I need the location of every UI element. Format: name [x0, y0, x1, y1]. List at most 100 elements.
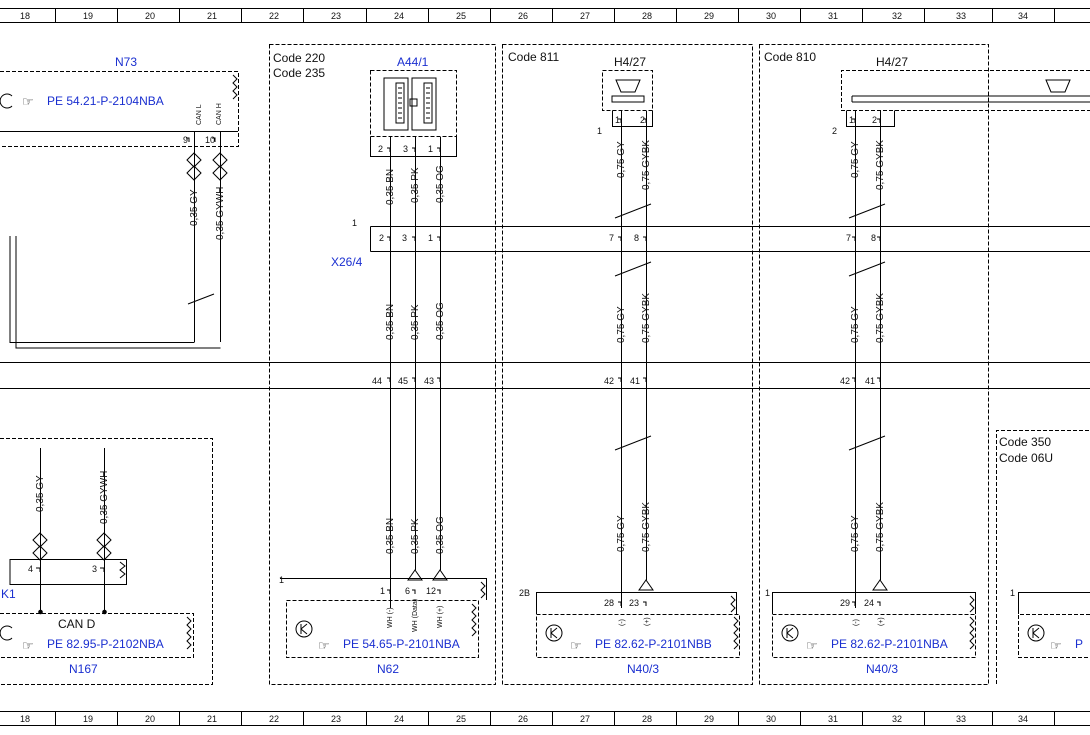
n73-pin-10: 10	[205, 135, 215, 145]
wire-label: 0,75 GY	[850, 141, 861, 178]
pointer-hand-icon: ☞	[806, 638, 818, 653]
ruler-label: 30	[766, 11, 776, 21]
x26-4-connector: X26/4 1 2 3 1 7 8 7 8	[331, 218, 1090, 269]
pin-number: 2	[378, 144, 383, 154]
ruler-label: 22	[269, 714, 279, 724]
ruler-label: 26	[518, 714, 528, 724]
x26-4-label: X26/4	[331, 255, 363, 269]
ruler-label: 24	[394, 714, 404, 724]
pin-function-label: WH (+)	[437, 606, 444, 628]
h4-27-left-component: H4/27 1 1 2	[597, 55, 653, 136]
ruler-label: 23	[331, 714, 341, 724]
ruler-label: 19	[83, 714, 93, 724]
pin-number: 4	[28, 564, 33, 574]
wire-label: 0,75 GY	[850, 515, 861, 552]
ruler-label: 23	[331, 11, 341, 21]
connector-mark: 1	[352, 218, 357, 228]
ruler-label: 28	[642, 11, 652, 21]
wire-label: 0,75 GYBK	[875, 293, 886, 343]
ruler-label: 28	[642, 714, 652, 724]
speaker-icon	[615, 79, 641, 93]
n40-3-right-module: 1 29 24 (-) (+) ☞ PE 82.62-P-2101NBA N40…	[765, 579, 976, 676]
wire-label: 0,35 PK	[410, 518, 421, 554]
ruler-label: 20	[145, 11, 155, 21]
pin-function-label: (-)	[619, 619, 626, 626]
n73-reference-link[interactable]: PE 54.21-P-2104NBA	[47, 94, 164, 108]
code-220-frame	[269, 44, 496, 685]
code-811-label: Code 811	[508, 50, 559, 64]
code-220-label: Code 220	[273, 51, 325, 65]
ruler-label: 24	[394, 11, 404, 21]
n73-ground-symbol	[0, 93, 13, 109]
n73-frame	[0, 71, 239, 147]
wire-label: 0,35 OG	[435, 302, 446, 340]
ruler-label: 20	[145, 714, 155, 724]
ruler-label: 31	[828, 11, 838, 21]
wire-label: 0,75 GYBK	[875, 502, 886, 552]
ruler-label: 29	[704, 11, 714, 21]
pointer-hand-icon: ☞	[22, 94, 34, 109]
pin-number: 12	[426, 586, 436, 596]
connector-mark: 1	[279, 575, 284, 585]
n40-3-left-label: N40/3	[627, 662, 659, 676]
ruler-label: 21	[207, 714, 217, 724]
connector-mark: 1	[597, 126, 602, 136]
h4-27-left-label: H4/27	[614, 55, 646, 69]
pin-number: 23	[629, 598, 639, 608]
connector-mark: 2	[832, 126, 837, 136]
pin-number: 41	[865, 376, 875, 386]
ruler-label: 26	[518, 11, 528, 21]
n40-3-right-label: N40/3	[866, 662, 898, 676]
pin-function-label: (+)	[644, 617, 651, 626]
n73-can-l-pin-label: CAN L	[196, 104, 203, 125]
bottom-ruler-labels: 18 19 20 21 22 23 24 25 26 27 28 29 30 3…	[20, 714, 1028, 724]
wire-label: 0,35 BN	[385, 304, 396, 340]
wire-label: 0,75 GYBK	[875, 140, 886, 190]
partial-reference-link[interactable]: P	[1075, 637, 1083, 651]
pin-number: 42	[604, 376, 614, 386]
ruler-label: 30	[766, 714, 776, 724]
ruler-label: 32	[892, 714, 902, 724]
k1-label: K1	[1, 587, 16, 601]
n40-3-left-module: 2B 28 23 (-) (+) ☞ PE 82.62-P-2101NBB N4…	[519, 579, 740, 676]
pin-number: 41	[630, 376, 640, 386]
pin-number: 1	[380, 586, 385, 596]
n62-module: 1 1 6 12 WH (-) WH (Data) WH (+) ☞ PE 54…	[279, 569, 487, 676]
pin-number: 29	[840, 598, 850, 608]
bottom-ruler	[0, 711, 1090, 726]
pin-number: 8	[634, 233, 639, 243]
wire-label: 0,35 PK	[410, 167, 421, 203]
n62-label: N62	[377, 662, 399, 676]
a44-1-label: A44/1	[397, 55, 429, 69]
wire-label: 0,35 GYWH	[99, 471, 110, 524]
ruler-label: 34	[1018, 714, 1028, 724]
n62-reference-link[interactable]: PE 54.65-P-2101NBA	[343, 637, 460, 651]
pin-number: 24	[864, 598, 874, 608]
wire-label: 0,75 GY	[616, 306, 627, 343]
ruler-label: 18	[20, 714, 30, 724]
n40-3-left-reference-link[interactable]: PE 82.62-P-2101NBB	[595, 637, 712, 651]
pin-number: 45	[398, 376, 408, 386]
wire-label: 0,35 BN	[385, 518, 396, 554]
code-810-label: Code 810	[764, 50, 816, 64]
pin-number: 7	[609, 233, 614, 243]
n73-module: N73 ☞ PE 54.21-P-2104NBA CAN L CAN H 9 1…	[0, 55, 239, 147]
ruler-label: 27	[580, 11, 590, 21]
pin-number: 3	[403, 144, 408, 154]
pin-number: 1	[849, 115, 854, 125]
ruler-label: 22	[269, 11, 279, 21]
pin-number: 6	[405, 586, 410, 596]
wire-label: 0,75 GY	[616, 141, 627, 178]
wire-label: 0,75 GYBK	[641, 293, 652, 343]
wire-label: 0,75 GY	[850, 306, 861, 343]
connector-mark: 1	[1010, 588, 1015, 598]
ruler-label: 33	[956, 714, 966, 724]
code-235-label: Code 235	[273, 66, 325, 80]
pin-number: 7	[846, 233, 851, 243]
n40-3-right-reference-link[interactable]: PE 82.62-P-2101NBA	[831, 637, 948, 651]
n167-label: N167	[69, 662, 98, 676]
n167-reference-link[interactable]: PE 82.95-P-2102NBA	[47, 637, 164, 651]
bus-lines	[0, 362, 1090, 389]
code-frames	[0, 44, 1090, 685]
